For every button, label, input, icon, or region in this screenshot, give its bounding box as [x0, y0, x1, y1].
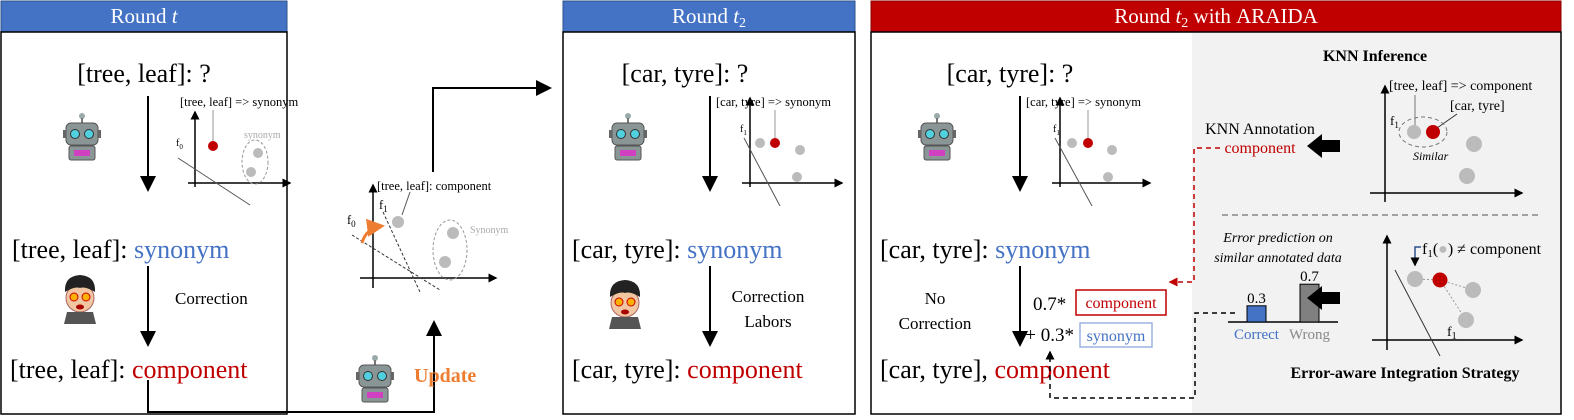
prediction-text: [car, tyre]: synonym — [880, 235, 1091, 264]
chart-label: [car, tyre] => synonym — [716, 95, 831, 109]
robot-icon — [355, 354, 395, 403]
error-formula: f1(●) ≠ component — [1422, 241, 1542, 260]
action-label: Labors — [744, 312, 791, 331]
error-aware-integration: Error prediction on similar annotated da… — [1045, 231, 1542, 399]
knn-inference: KNN Inference [tree, leaf] => component … — [1168, 48, 1532, 287]
panel-round-t2-araida: Round t2 with ARAIDA [car, tyre]: ? [car… — [870, 0, 1562, 415]
query-label: [car, tyre] — [1450, 99, 1505, 114]
axis-label: f0 — [176, 138, 183, 151]
bar-value-label: 0.7 — [1300, 269, 1319, 285]
action-label: Correction — [175, 289, 248, 308]
weighted-label-synonym — [1079, 322, 1153, 348]
result-text: [tree, leaf]: component — [10, 355, 248, 384]
bar-value-label: 0.3 — [1247, 291, 1266, 307]
update-arrow-icon — [360, 218, 385, 244]
chart-label: [car, tyre] => synonym — [1026, 95, 1141, 109]
axis-label: f1 — [1447, 325, 1457, 342]
knn-annotation-title: KNN Annotation — [1205, 121, 1315, 138]
weight-component: 0.7* — [1033, 294, 1066, 315]
axis-label: f1 — [740, 124, 747, 137]
araida-module-panel — [1192, 33, 1560, 413]
panel-title: Round t2 with ARAIDA — [1114, 4, 1318, 31]
update-label: Update — [414, 365, 476, 387]
bar-category-label: Wrong — [1289, 327, 1331, 343]
axis-label: f1 — [1390, 113, 1399, 130]
f0-label: f0 — [347, 213, 356, 229]
chart-label: [tree, leaf] => synonym — [180, 95, 299, 109]
cluster-label: synonym — [244, 130, 281, 141]
data-point-query — [208, 141, 218, 151]
action-label: No — [925, 289, 946, 308]
neighbor-label: [tree, leaf] => component — [1389, 79, 1532, 94]
error-caption: Error prediction on — [1222, 231, 1332, 246]
left-arrow-icon — [1307, 286, 1340, 310]
error-title: Error-aware Integration Strategy — [1291, 365, 1520, 382]
knn-title: KNN Inference — [1323, 48, 1427, 65]
panel-round-t: Round t [tree, leaf]: ? [tree, leaf] => … — [0, 0, 299, 415]
weighted-label-component — [1075, 289, 1167, 316]
panel-title: Round t2 — [672, 4, 746, 31]
feature-chart: [car, tyre] => synonym f1 — [1026, 95, 1152, 207]
action-label: Correction — [732, 287, 805, 306]
result-text: [car, tyre], component — [880, 355, 1111, 384]
chart-label: [tree, leaf]: component — [377, 179, 492, 193]
error-caption: similar annotated data — [1214, 251, 1342, 266]
cluster-label: Synonym — [470, 225, 509, 236]
bar-correct — [1246, 305, 1267, 323]
result-text: [car, tyre]: component — [572, 355, 803, 384]
left-arrow-icon — [1307, 134, 1340, 158]
query-text: [tree, leaf]: ? — [77, 59, 211, 88]
similar-label: Similar — [1413, 149, 1449, 163]
bar-category-label: Correct — [1234, 327, 1280, 343]
prediction-text: [tree, leaf]: synonym — [12, 235, 229, 264]
feature-chart: [car, tyre] => synonym f1 — [716, 95, 844, 207]
query-text: [car, tyre]: ? — [622, 59, 749, 88]
annotator-icon — [63, 274, 97, 325]
panel-round-t2: Round t2 [car, tyre]: ? [car, tyre] => s… — [562, 0, 856, 415]
query-text: [car, tyre]: ? — [947, 59, 1074, 88]
weighted-label-synonym-text: synonym — [1087, 328, 1146, 345]
axis-label: f1 — [1053, 124, 1060, 137]
prediction-text: [car, tyre]: synonym — [572, 235, 783, 264]
action-label: Correction — [899, 314, 972, 333]
panel-title: Round t — [110, 4, 178, 28]
f1-label: f1 — [379, 198, 388, 214]
annotator-icon — [608, 279, 642, 330]
weighted-label-component-text: component — [1085, 295, 1157, 312]
knn-annotation-value: component — [1224, 140, 1296, 157]
panel-header — [0, 0, 288, 33]
weight-synonym: + 0.3* — [1025, 325, 1074, 346]
feature-chart: [tree, leaf] => synonym f0 synonym — [176, 95, 299, 206]
update-step: Update [tree, leaf]: component f1 f0 Syn… — [147, 80, 552, 413]
